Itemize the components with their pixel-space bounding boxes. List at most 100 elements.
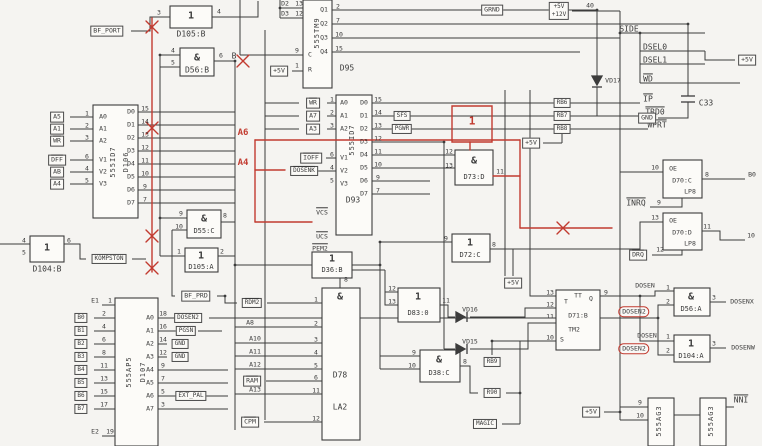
chip-d93-outline xyxy=(335,94,373,236)
chip-type: LA2 xyxy=(332,402,348,412)
pin-number: 10 xyxy=(546,333,554,342)
gate-d38c-outline xyxy=(419,349,461,383)
signal-trd0: TRD0 xyxy=(645,107,664,116)
pin-number: 2 xyxy=(85,121,89,130)
gate-symbol: 1 xyxy=(328,253,336,265)
pin-number: 12 xyxy=(445,147,453,156)
pin-number: 11 xyxy=(546,312,554,321)
pin-number: 1 xyxy=(177,247,181,256)
pin-number: 3 xyxy=(161,400,165,409)
pin-number: 11 xyxy=(442,296,450,305)
pin-number: 8 xyxy=(492,240,496,249)
pin-number: 18 xyxy=(159,309,167,318)
gate-symbol: 1 xyxy=(197,250,205,262)
pin-number: 6 xyxy=(67,236,71,245)
pin-number: 9 xyxy=(657,198,661,207)
signal-a12: A12 xyxy=(249,360,261,369)
pin-label: OE xyxy=(669,216,677,225)
chip-type: LP8 xyxy=(684,239,696,248)
signal-dosen: DOSEN xyxy=(637,331,657,340)
pin-number: 2 xyxy=(666,346,670,355)
pin-label: A2 xyxy=(340,124,348,133)
pin-label: Q xyxy=(589,294,593,303)
pin-number: 3 xyxy=(85,133,89,142)
ref-d55c: D55:C xyxy=(193,226,215,235)
power-grnd: GRND xyxy=(481,4,503,16)
pin-number: 12 xyxy=(141,143,149,152)
pin-number: 5 xyxy=(161,387,165,396)
ref-rb7: RB7 xyxy=(553,110,571,122)
pin-number: 14 xyxy=(159,335,167,344)
ref-vd15: VD15 xyxy=(462,337,478,346)
red-x-mark xyxy=(145,229,159,243)
pin-number: 9 xyxy=(161,361,165,370)
ref-d73d: D73:D xyxy=(463,172,485,181)
ref-r90: R90 xyxy=(483,387,501,399)
pin-number: 12 xyxy=(546,300,554,309)
pin-label: D2 xyxy=(127,133,135,142)
signal-b: B xyxy=(231,51,237,61)
pin-label: D6 xyxy=(127,185,135,194)
pin-number: 10 xyxy=(636,411,644,420)
signal-b7: B7 xyxy=(74,403,88,415)
pin-label: E2 xyxy=(91,427,99,436)
diode-vd17-icon xyxy=(590,75,604,87)
pin-label: R xyxy=(308,65,312,74)
pin-label: D0 xyxy=(360,98,368,107)
signal-bf-prd: BF_PRD xyxy=(181,290,211,302)
pin-number: 10 xyxy=(141,169,149,178)
pin-label: A2 xyxy=(99,136,107,145)
pin-number: 6 xyxy=(314,373,318,382)
gate-symbol: & xyxy=(193,52,201,64)
pin-number: 1 xyxy=(85,109,89,118)
pin-label: D4 xyxy=(360,150,368,159)
gate-d56a-outline xyxy=(673,287,711,317)
ref-d105a: D105:A xyxy=(188,262,214,271)
ref-d71b: D71:B xyxy=(568,311,588,320)
signal-side: SIDE xyxy=(619,24,639,34)
chip-ag3-2-outline xyxy=(699,397,727,446)
pin-number: 12 xyxy=(159,348,167,357)
pin-number: 9 xyxy=(295,46,299,55)
gate-symbol: 1 xyxy=(687,338,695,350)
ref-d104a: D104:A xyxy=(678,351,704,360)
pin-number: 3 xyxy=(314,335,318,344)
signal-b0: B0 xyxy=(74,312,88,324)
pin-number: 9 xyxy=(638,398,642,407)
trigger-d71b-outline xyxy=(555,289,601,351)
ref-d95: D95 xyxy=(339,63,355,73)
pin-number: 13 xyxy=(295,0,303,8)
pin-number: 8 xyxy=(344,275,348,284)
pin-number: 4 xyxy=(22,236,26,245)
pin-label: V3 xyxy=(99,179,107,188)
gate-d83-outline xyxy=(397,287,441,323)
pin-number: 7 xyxy=(161,374,165,383)
diode-vd15-icon xyxy=(455,342,467,356)
gate-d104a-outline xyxy=(673,334,711,363)
pin-number: 7 xyxy=(376,186,380,195)
ref-d70d: D70:D xyxy=(672,228,692,237)
pin-label: D1 xyxy=(127,120,135,129)
pin-number: 4 xyxy=(217,7,221,16)
pin-number: 9 xyxy=(376,173,380,182)
pin-number: 1 xyxy=(295,61,299,70)
signal-ram: RAM xyxy=(243,375,261,387)
pin-number: 6 xyxy=(330,150,334,159)
pin-number: 11 xyxy=(312,386,320,395)
signal-kompston: KOMPSTON xyxy=(91,253,127,265)
signal-a13: A13 xyxy=(249,385,261,394)
pin-label: D2 xyxy=(360,124,368,133)
gate-d105a-outline xyxy=(184,247,219,273)
signal-dsel1: DSEL1 xyxy=(642,55,668,65)
pin-label: A6 xyxy=(146,391,154,400)
ref-d72c: D72:C xyxy=(459,250,481,259)
pin-number: 5 xyxy=(330,176,334,185)
signal-dff: DFF xyxy=(48,154,66,166)
signal-ip: IP xyxy=(643,94,653,104)
pin-number: 3 xyxy=(712,293,716,302)
pin-number: 7 xyxy=(143,195,147,204)
pin-label: V1 xyxy=(340,153,348,162)
gate-symbol: & xyxy=(435,354,443,366)
pin-number: 2 xyxy=(330,108,334,117)
gate-d104b-outline xyxy=(29,235,65,263)
